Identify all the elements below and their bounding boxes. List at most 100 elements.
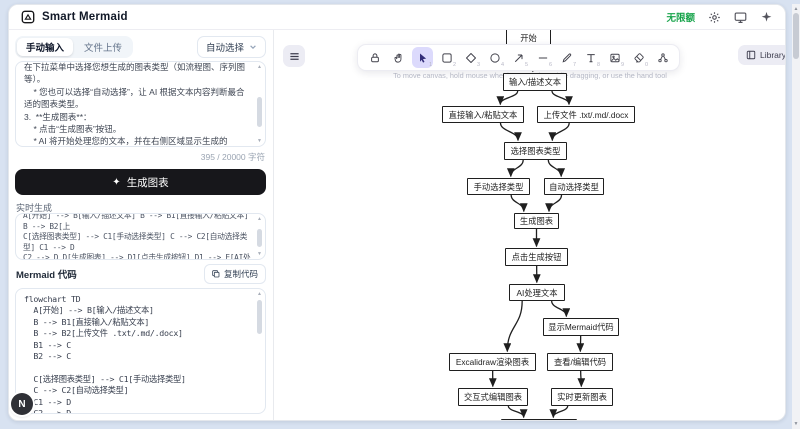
image-tool-icon[interactable]: 9 bbox=[604, 47, 625, 68]
flow-node-render[interactable]: Excalidraw渲染图表 bbox=[449, 353, 536, 371]
mermaid-code-text: flowchart TD A[开始] --> B[输入/描述文本] B --> … bbox=[24, 294, 251, 414]
text-input-area[interactable]: 在下拉菜单中选择您想生成的图表类型（如流程图、序列图等）。 * 您也可以选择“自… bbox=[15, 61, 266, 147]
excalidraw-canvas[interactable]: To move canvas, hold mouse wheel or spac… bbox=[275, 30, 785, 420]
flow-node-click[interactable]: 点击生成按钮 bbox=[505, 248, 568, 266]
sparkle-icon: ✦ bbox=[112, 176, 121, 188]
flow-node-upload[interactable]: 上传文件 .txt/.md/.docx bbox=[537, 106, 635, 123]
flow-edge-direct-choose[interactable] bbox=[499, 122, 522, 142]
flow-node-input[interactable]: 输入/描述文本 bbox=[503, 73, 567, 91]
copy-icon bbox=[212, 270, 220, 278]
text-line: 在下拉菜单中选择您想生成的图表类型（如流程图、序列图等）。 bbox=[24, 62, 246, 85]
text-line bbox=[24, 362, 251, 373]
diamond-tool-icon[interactable]: 3 bbox=[460, 47, 481, 68]
flow-node-ai[interactable]: AI处理文本 bbox=[509, 284, 565, 301]
flow-edge-upload-choose[interactable] bbox=[548, 122, 570, 142]
display-share-icon[interactable] bbox=[734, 11, 747, 24]
left-sidebar: 手动输入 文件上传 自动选择 在下拉菜单中选择您想生成的图表类型（如流程图、序列… bbox=[9, 30, 274, 420]
flow-node-direct[interactable]: 直接输入/粘贴文本 bbox=[442, 106, 524, 123]
code-scrollbar[interactable]: ▲ bbox=[255, 290, 264, 412]
ellipse-tool-icon[interactable]: 4 bbox=[484, 47, 505, 68]
flow-edge-input-upload[interactable] bbox=[551, 90, 573, 106]
realtime-text: A[开始] --> B[输入/描述文本] B --> B1[直接输入/粘贴文本]… bbox=[23, 213, 253, 260]
flow-edge-choose-auto[interactable] bbox=[547, 159, 566, 178]
flow-edge-update-export[interactable] bbox=[549, 405, 569, 419]
realtime-label: 实时生成 bbox=[16, 203, 53, 213]
selection-tool-icon[interactable]: 1 bbox=[412, 47, 433, 68]
library-book-icon bbox=[746, 50, 756, 60]
more-tools-tool-icon[interactable] bbox=[652, 47, 673, 68]
user-avatar[interactable]: N bbox=[11, 393, 33, 415]
text-tool-icon[interactable]: 8 bbox=[580, 47, 601, 68]
eraser-tool-icon[interactable]: 0 bbox=[628, 47, 649, 68]
flow-node-interactive[interactable]: 交互式编辑图表 bbox=[458, 388, 528, 406]
flow-node-showcode[interactable]: 显示Mermaid代码 bbox=[543, 318, 619, 336]
realtime-scrollbar[interactable]: ▲ ▼ bbox=[257, 216, 262, 257]
copy-code-button[interactable]: 复制代码 bbox=[203, 264, 266, 284]
text-line: B1 --> C bbox=[24, 339, 71, 350]
flow-edge-choose-manual[interactable] bbox=[506, 159, 524, 178]
sparkles-icon[interactable] bbox=[760, 11, 773, 24]
mermaid-code-label: Mermaid 代码 bbox=[16, 270, 77, 281]
flowchart-edges bbox=[488, 47, 586, 419]
flow-edge-input-direct[interactable] bbox=[496, 90, 519, 106]
flow-node-choose[interactable]: 选择图表类型 bbox=[504, 142, 567, 160]
text-line: C[选择图表类型] --> C1[手动选择类型] bbox=[24, 373, 186, 384]
canvas-menu-button[interactable] bbox=[283, 45, 305, 67]
app-window: Smart Mermaid 无限额 手动输入 文件上传 bbox=[8, 4, 786, 421]
app-header: Smart Mermaid 无限额 bbox=[9, 5, 785, 30]
settings-gear-icon[interactable] bbox=[708, 11, 721, 24]
text-line: C[选择图表类型] --> C1[手动选择类型] C --> C2[自动选择类型… bbox=[23, 232, 248, 252]
flow-node-view[interactable]: 查看/编辑代码 bbox=[547, 353, 613, 371]
flow-edge-interactive-export[interactable] bbox=[507, 405, 528, 419]
text-line: * 您也可以选择“自动选择”，让 AI 根据文本内容判断最合适的图表类型。 bbox=[24, 86, 245, 110]
hand-tool-icon[interactable] bbox=[388, 47, 409, 68]
text-line: 3. **生成图表**： bbox=[24, 111, 92, 122]
text-line: B --> B2[上传文件 .txt/.md/.docx] bbox=[24, 328, 183, 339]
app-title: Smart Mermaid bbox=[42, 11, 128, 23]
editor-text: 在下拉菜单中选择您想生成的图表类型（如流程图、序列图等）。 * 您也可以选择“自… bbox=[24, 62, 251, 147]
page-scrollbar[interactable]: ▲ ▼ bbox=[792, 4, 800, 429]
mermaid-code-box[interactable]: flowchart TD A[开始] --> B[输入/描述文本] B --> … bbox=[15, 288, 266, 414]
char-count: 395 / 20000 字符 bbox=[200, 152, 265, 162]
library-button[interactable]: Library bbox=[738, 45, 785, 65]
flow-node-auto[interactable]: 自动选择类型 bbox=[544, 178, 604, 195]
chevron-down-icon bbox=[250, 45, 256, 50]
editor-scrollbar[interactable]: ▲ ▼ bbox=[257, 64, 262, 144]
flow-node-update[interactable]: 实时更新图表 bbox=[551, 388, 613, 406]
flow-node-export[interactable]: 导出图表 bbox=[501, 419, 577, 420]
text-line: C2 --> D bbox=[24, 408, 71, 414]
text-line: B --> B1[直接输入/粘贴文本] bbox=[24, 316, 150, 327]
flow-edge-ai-showcode[interactable] bbox=[551, 300, 571, 318]
generate-chart-button[interactable]: ✦ 生成图表 bbox=[15, 169, 266, 195]
arrow-tool-icon[interactable]: 5 bbox=[508, 47, 529, 68]
flow-edge-view-update[interactable] bbox=[577, 370, 586, 388]
text-line: B2 --> C bbox=[24, 351, 71, 362]
flow-edge-manual-generate[interactable] bbox=[510, 194, 528, 213]
input-mode-tabs: 手动输入 文件上传 bbox=[15, 36, 134, 58]
text-line: A[开始] --> B[输入/描述文本] B --> B1[直接输入/粘贴文本]… bbox=[23, 213, 253, 231]
text-line: C2 --> D D[生成图表] --> D1[点击生成按钮] D1 --> E… bbox=[23, 253, 251, 260]
draw-tool-icon[interactable]: 7 bbox=[556, 47, 577, 68]
text-line: flowchart TD bbox=[24, 294, 81, 304]
tab-file-upload[interactable]: 文件上传 bbox=[84, 43, 123, 54]
text-line: * 点击“生成图表”按钮。 bbox=[24, 124, 122, 135]
text-line: * AI 将开始处理您的文本，并在右侧区域显示生成的 Mermaid 代码和 bbox=[33, 136, 228, 147]
flow-edge-ai-render[interactable] bbox=[503, 300, 523, 353]
text-line: C1 --> D bbox=[24, 396, 71, 407]
hamburger-menu-icon bbox=[289, 52, 299, 60]
diagram-type-select[interactable]: 自动选择 bbox=[196, 36, 266, 58]
flow-node-manual[interactable]: 手动选择类型 bbox=[467, 178, 530, 195]
rectangle-tool-icon[interactable]: 2 bbox=[436, 47, 457, 68]
realtime-output-box[interactable]: A[开始] --> B[输入/描述文本] B --> B1[直接输入/粘贴文本]… bbox=[15, 213, 266, 260]
tab-manual-input[interactable]: 手动输入 bbox=[17, 38, 74, 56]
line-tool-icon[interactable]: 6 bbox=[538, 57, 552, 68]
diagram-type-value: 自动选择 bbox=[205, 43, 244, 54]
quota-badge: 无限额 bbox=[666, 13, 695, 24]
lock-tool-icon[interactable] bbox=[364, 47, 385, 68]
flow-edge-auto-generate[interactable] bbox=[545, 194, 563, 213]
flow-node-generate[interactable]: 生成图表 bbox=[514, 213, 559, 229]
text-line: A[开始] --> B[输入/描述文本] bbox=[24, 305, 154, 316]
app-logo-icon bbox=[21, 10, 35, 24]
